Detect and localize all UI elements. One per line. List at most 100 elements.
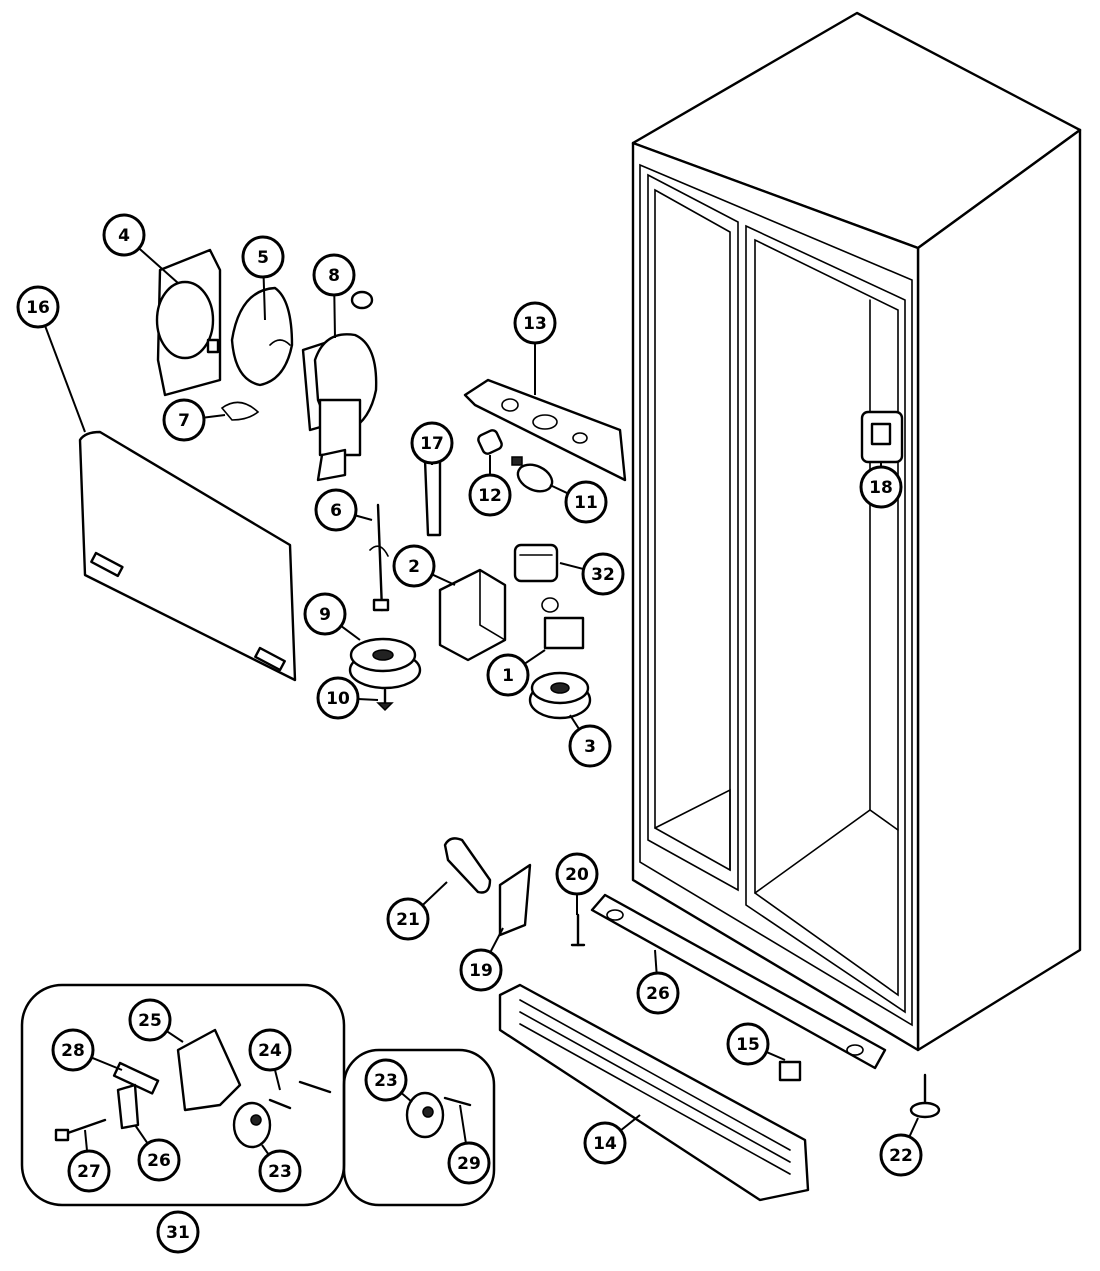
- leader-line-10: [357, 698, 379, 701]
- leader-line-24: [273, 1069, 281, 1091]
- callout-12: 12: [468, 473, 512, 517]
- callout-circle: [128, 998, 172, 1042]
- leader-line-14: [619, 1114, 641, 1132]
- callout-8: 8: [312, 253, 356, 297]
- part-15-clip: [778, 1060, 802, 1082]
- callout-number: 29: [457, 1154, 481, 1174]
- callout-circle: [364, 1058, 408, 1102]
- callout-number: 5: [257, 248, 269, 268]
- callout-number: 25: [138, 1011, 162, 1031]
- part-29-pin: [443, 1096, 472, 1107]
- part-32-motor: [513, 543, 559, 583]
- callout-5: 5: [241, 235, 285, 279]
- callout-circle: [316, 676, 360, 720]
- part-16-front-panel: [78, 430, 297, 682]
- callout-circle: [410, 421, 454, 465]
- leader-line-27: [84, 1129, 89, 1152]
- leader-lines: [44, 247, 919, 1156]
- callout-circle: [303, 592, 347, 636]
- leader-line-29: [459, 1104, 467, 1144]
- leader-line-16: [44, 325, 86, 433]
- part-24-pin: [268, 1080, 332, 1110]
- callout-31: 31: [156, 1210, 200, 1254]
- callout-number: 23: [374, 1071, 398, 1091]
- callout-number: 20: [565, 865, 589, 885]
- callout-circle: [555, 852, 599, 896]
- callout-29: 29: [447, 1141, 491, 1185]
- callout-number: 17: [420, 434, 444, 454]
- leader-line-1: [524, 649, 546, 665]
- callout-number: 21: [396, 910, 420, 930]
- callout-32: 32: [581, 552, 625, 596]
- callout-1: 1: [486, 653, 530, 697]
- callout-circle: [258, 1149, 302, 1193]
- callout-6: 6: [314, 488, 358, 532]
- leader-line-15: [765, 1051, 786, 1061]
- callout-number: 6: [330, 501, 342, 521]
- callout-circle: [636, 971, 680, 1015]
- leader-line-3: [569, 714, 580, 730]
- leader-line-28: [91, 1056, 123, 1071]
- callout-circle: [564, 480, 608, 524]
- part-25-hinge-plate: [176, 1028, 242, 1112]
- callout-circle: [16, 285, 60, 329]
- callout-number: 16: [26, 298, 50, 318]
- callout-16: 16: [16, 285, 60, 329]
- callout-circle: [726, 1022, 770, 1066]
- part-8-auger-motor: [301, 290, 378, 482]
- part-3-wheel: [528, 671, 592, 720]
- part-21-pad: [443, 837, 492, 894]
- part-14-grille: [498, 983, 810, 1202]
- callout-14: 14: [583, 1121, 627, 1165]
- callout-number: 10: [326, 689, 350, 709]
- callout-number: 18: [869, 478, 893, 498]
- leader-line-26a: [654, 949, 658, 974]
- leader-line-5: [262, 276, 266, 321]
- callout-18: 18: [859, 465, 903, 509]
- callout-circle: [248, 1028, 292, 1072]
- callout-circle: [241, 235, 285, 279]
- callout-circle: [312, 253, 356, 297]
- callout-26b: 26: [137, 1138, 181, 1182]
- leader-line-2: [431, 573, 456, 586]
- part-1-switch: [541, 597, 585, 650]
- callout-circle: [314, 488, 358, 532]
- callout-circle: [513, 301, 557, 345]
- callout-9: 9: [303, 592, 347, 636]
- callout-23b: 23: [364, 1058, 408, 1102]
- leader-line-21: [421, 881, 448, 906]
- callout-circle: [386, 897, 430, 941]
- callout-number: 2: [408, 557, 420, 577]
- leader-line-8: [333, 294, 336, 339]
- callout-25: 25: [128, 998, 172, 1042]
- part-12-socket: [477, 429, 503, 455]
- callout-10: 10: [316, 676, 360, 720]
- callout-circle: [583, 1121, 627, 1165]
- callout-2: 2: [392, 544, 436, 588]
- part-26-rail: [590, 893, 887, 1070]
- callout-22: 22: [879, 1133, 923, 1177]
- leader-line-7: [203, 414, 226, 419]
- part-6-rod: [369, 503, 390, 612]
- group-29-box: [342, 1048, 496, 1207]
- callout-number: 26: [646, 984, 670, 1004]
- leader-line-22: [908, 1117, 919, 1138]
- callout-circle: [459, 948, 503, 992]
- callout-28: 28: [51, 1028, 95, 1072]
- leader-line-4: [138, 247, 179, 284]
- part-11-light-bulb: [511, 456, 554, 493]
- callout-7: 7: [162, 398, 206, 442]
- leader-line-6: [355, 514, 373, 521]
- leader-line-9: [340, 625, 361, 641]
- leader-line-25: [166, 1030, 184, 1043]
- part-13-bracket: [463, 378, 627, 482]
- part-26b-bracket: [116, 1083, 140, 1130]
- callout-number: 23: [268, 1162, 292, 1182]
- leader-line-11: [549, 484, 569, 495]
- callout-circle: [162, 398, 206, 442]
- callout-number: 24: [258, 1041, 282, 1061]
- callout-number: 31: [166, 1223, 190, 1243]
- callout-number: 19: [469, 961, 493, 981]
- callout-19: 19: [459, 948, 503, 992]
